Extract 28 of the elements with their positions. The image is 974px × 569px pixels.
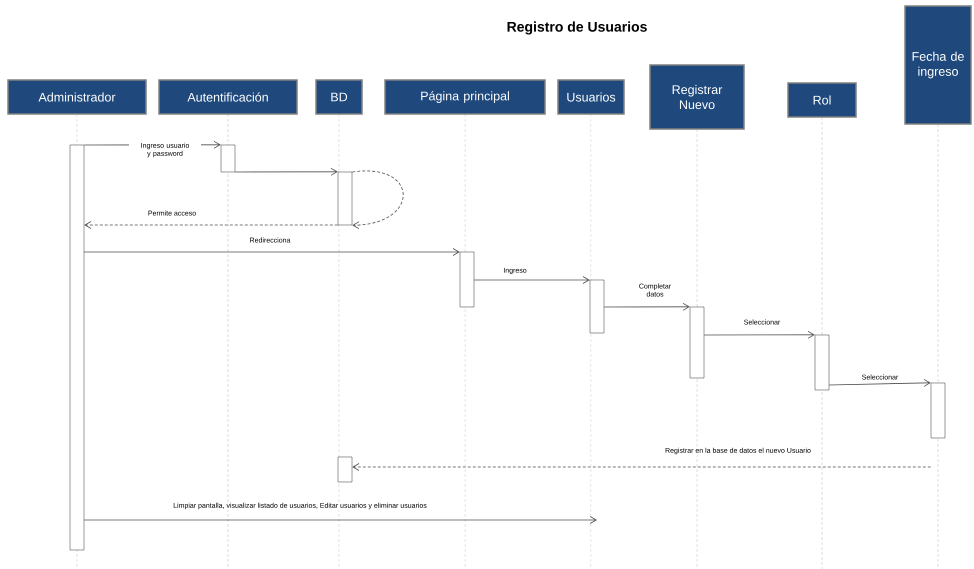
lifeline-header: Fecha de ingreso <box>904 5 972 125</box>
lifeline-header: Rol <box>787 82 857 118</box>
message-arrow <box>84 248 460 256</box>
activation-bar <box>460 252 474 308</box>
lifeline-header: Página principal <box>384 79 546 115</box>
lifeline-header: Administrador <box>7 79 147 115</box>
message-arrow <box>84 221 338 229</box>
activation-bar <box>70 144 84 550</box>
message-arrow <box>604 302 690 311</box>
lifeline-header: Registrar Nuevo <box>649 64 745 130</box>
lifeline-header: BD <box>315 79 363 115</box>
message-arrow <box>352 463 932 471</box>
message-arrow <box>234 168 338 176</box>
lifeline-header: Usuarios <box>557 79 625 115</box>
activation-bar <box>338 456 352 482</box>
activation-bar <box>220 144 236 172</box>
message-arrow <box>84 516 597 524</box>
lifeline-header: Autentificación <box>158 79 298 115</box>
activation-bar <box>690 306 704 378</box>
message-arrow <box>704 330 815 339</box>
message-arrow <box>474 276 590 284</box>
activation-bar <box>814 334 830 390</box>
activation-bar <box>590 280 604 334</box>
title: Registro de Usuarios <box>508 21 647 35</box>
activation-bar <box>338 172 352 226</box>
message-arrow <box>828 379 931 387</box>
activation-bar <box>930 382 946 438</box>
message-arrow <box>352 170 404 230</box>
